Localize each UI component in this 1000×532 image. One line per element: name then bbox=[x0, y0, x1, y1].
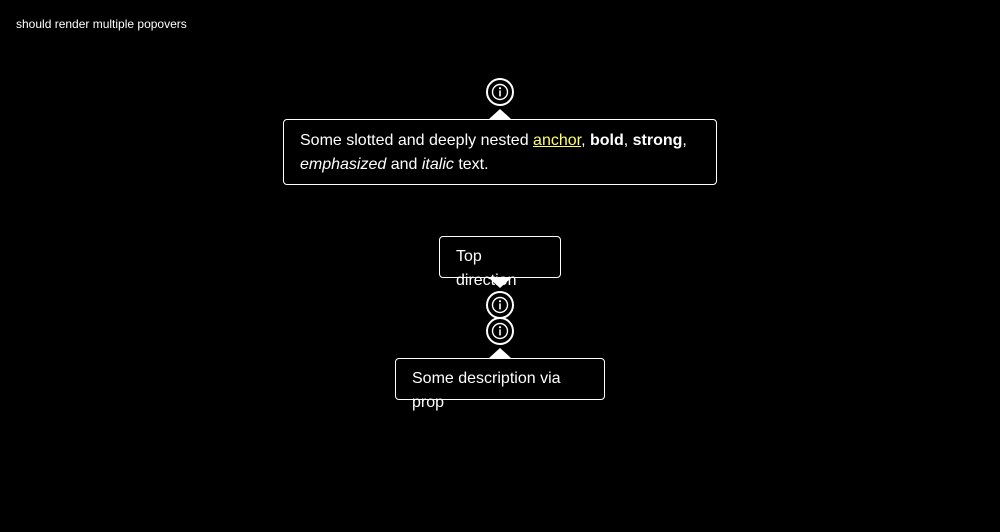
popover-2: Top direction bbox=[439, 236, 561, 289]
popover-1-text-a: Some slotted and deeply nested bbox=[300, 132, 534, 149]
info-icon bbox=[491, 83, 509, 101]
popover-3-arrow bbox=[489, 348, 511, 358]
popover-2-arrow bbox=[489, 278, 511, 288]
popover-3-text: Some description via prop bbox=[412, 370, 561, 411]
popover-1-sep-1: , bbox=[581, 132, 590, 149]
info-icon bbox=[491, 296, 509, 314]
popover-1-sep-2: , bbox=[623, 132, 633, 149]
popover-3: Some description via prop bbox=[395, 358, 605, 411]
popover-1-sep-3: , bbox=[682, 132, 687, 149]
popover-1-strong: strong bbox=[632, 132, 683, 149]
info-button-1[interactable] bbox=[486, 78, 514, 106]
info-button-2[interactable] bbox=[486, 291, 514, 319]
test-title: should render multiple popovers bbox=[16, 17, 187, 31]
info-button-3[interactable] bbox=[486, 317, 514, 345]
info-icon bbox=[491, 322, 509, 340]
popover-1: Some slotted and deeply nested anchor, b… bbox=[283, 119, 717, 185]
popover-1-text-end: text. bbox=[453, 156, 489, 173]
popover-1-emphasized: emphasized bbox=[300, 156, 387, 173]
popover-1-bold: bold bbox=[589, 132, 624, 149]
popover-1-italic: italic bbox=[421, 156, 454, 173]
popover-1-and: and bbox=[386, 156, 422, 173]
popover-1-arrow bbox=[489, 109, 511, 119]
popover-1-anchor-link[interactable]: anchor bbox=[533, 132, 582, 149]
